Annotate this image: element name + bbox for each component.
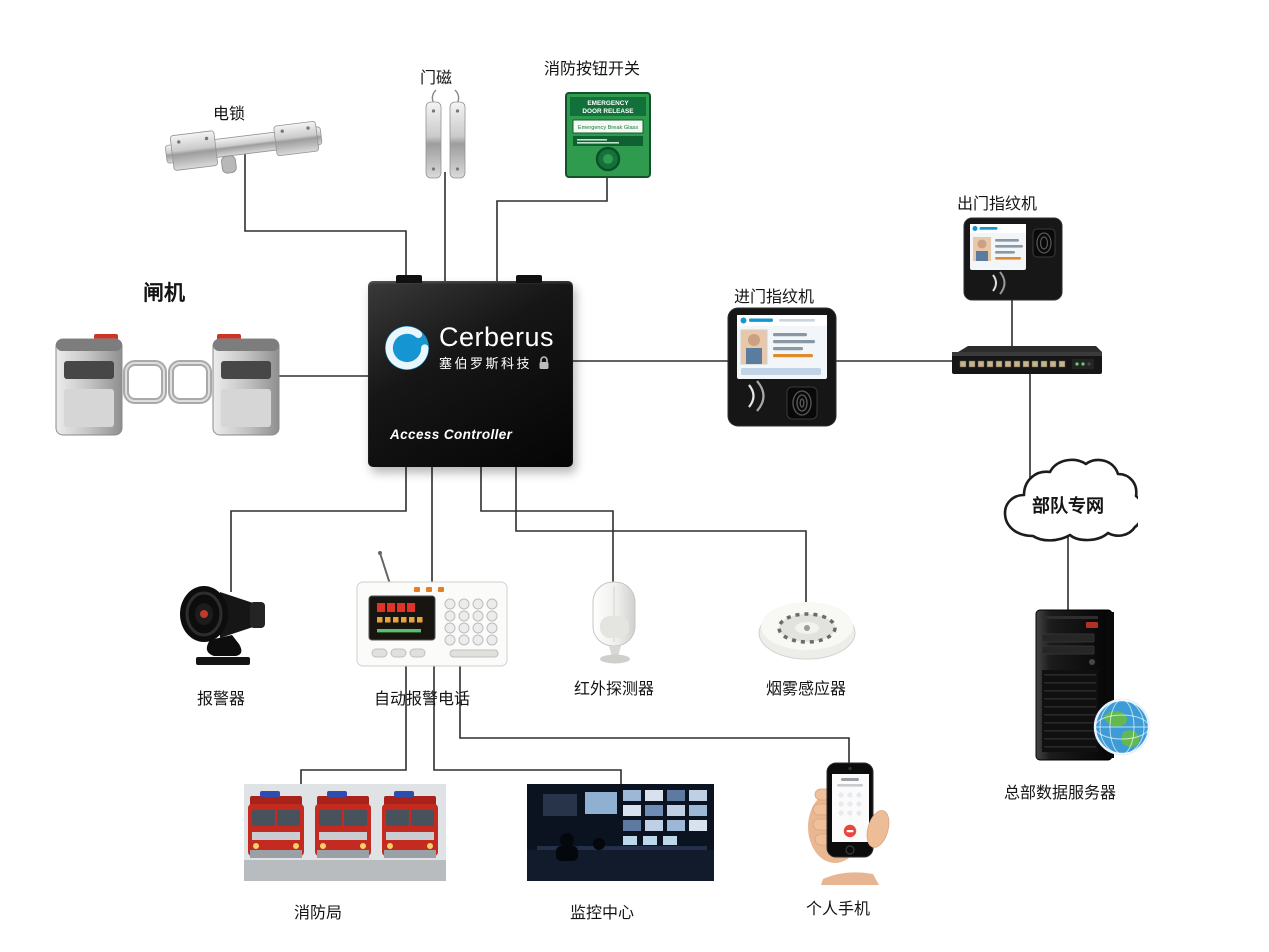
contactless-wave-icon — [992, 271, 1006, 295]
fingerprint-sensor-icon — [786, 386, 818, 420]
access-controller-box: Cerberus 塞伯罗斯科技 Access Controller — [368, 275, 573, 467]
mount-tab-icon — [516, 275, 542, 283]
ir-detector-label: 红外探测器 — [574, 681, 655, 698]
video-wall-icon — [623, 790, 707, 831]
padlock-icon — [539, 356, 549, 369]
electric-lock-label: 电锁 — [213, 106, 246, 123]
globe-icon — [1092, 697, 1152, 762]
controller-caption: Access Controller — [390, 427, 513, 442]
access-controller: Cerberus 塞伯罗斯科技 Access Controller — [368, 275, 573, 467]
network-cloud-image — [998, 452, 1145, 557]
electric-lock-image — [158, 114, 330, 189]
monitor-center-photo — [527, 784, 714, 886]
mount-tab-icon — [396, 275, 422, 283]
exit-fingerprint-label: 出门指纹机 — [957, 196, 1038, 213]
entry-fingerprint-label: 进门指纹机 — [734, 289, 815, 306]
fire-button-label: 消防按钮开关 — [544, 61, 641, 78]
fingerprint-sensor-icon — [1032, 228, 1056, 258]
fire-button-title-line2: DOOR RELEASE — [582, 108, 634, 115]
exit-fingerprint-image — [963, 217, 1063, 306]
server-image — [1028, 604, 1124, 771]
server-label: 总部数据服务器 — [1004, 785, 1117, 802]
turnstile-label: 闸机 — [143, 282, 185, 305]
alarm-phone-image — [356, 550, 508, 673]
ir-detector-image — [577, 580, 653, 671]
controller-brand-block: Cerberus 塞伯罗斯科技 — [439, 323, 554, 372]
alarm-phone-label: 自动报警电话 — [374, 691, 471, 708]
cerberus-logo-icon — [385, 325, 429, 370]
fire-department-label: 消防局 — [294, 905, 343, 922]
network-switch-image — [952, 343, 1102, 385]
cloud-label: 部队专网 — [1032, 496, 1104, 516]
monitor-center-label: 监控中心 — [570, 905, 635, 922]
fire-button-title-line1: EMERGENCY — [587, 100, 629, 107]
door-magnet-image — [423, 88, 469, 189]
fire-button-image: EMERGENCY DOOR RELEASE Emergency Break G… — [565, 92, 651, 183]
entry-fingerprint-image — [727, 307, 837, 432]
fire-truck-icon — [315, 791, 371, 858]
display-text-glyphs — [377, 603, 415, 612]
turnstile-image — [50, 303, 285, 450]
door-magnet-label: 门磁 — [420, 70, 453, 87]
contactless-wave-icon — [748, 380, 765, 412]
personal-phone-label: 个人手机 — [806, 901, 871, 918]
controller-brand-cn: 塞伯罗斯科技 — [439, 356, 533, 372]
siren-image — [176, 580, 268, 675]
fire-department-photo — [244, 784, 446, 886]
siren-label: 报警器 — [197, 691, 246, 708]
smoke-sensor-label: 烟雾感应器 — [766, 681, 847, 698]
fire-truck-icon — [248, 791, 304, 858]
fire-truck-icon — [382, 791, 438, 858]
fire-button-glass-text: Emergency Break Glass — [578, 125, 639, 131]
personal-phone-photo — [793, 757, 897, 890]
controller-brand-name: Cerberus — [439, 322, 555, 352]
smoke-sensor-image — [756, 590, 858, 667]
